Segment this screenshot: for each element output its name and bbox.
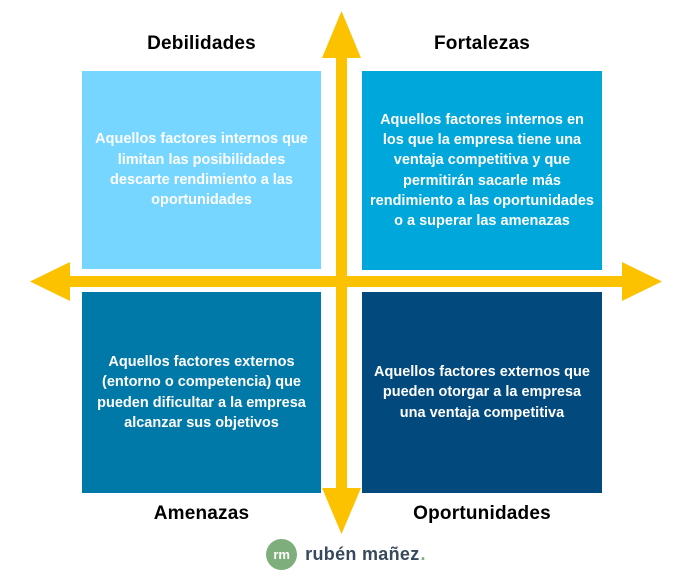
logo-dot: .: [420, 544, 426, 564]
quadrant-amenazas: Aquellos factores externos (entorno o co…: [82, 292, 321, 493]
quadrant-fortalezas-text: Aquellos factores internos en los que la…: [370, 111, 594, 230]
quadrant-oportunidades: Aquellos factores externos que pueden ot…: [362, 292, 602, 493]
quadrant-debilidades-text: Aquellos factores internos que limitan l…: [95, 131, 308, 209]
label-debilidades: Debilidades: [147, 33, 256, 54]
quadrant-debilidades: Aquellos factores internos que limitan l…: [82, 71, 321, 269]
vertical-axis-arrow: [322, 11, 361, 534]
label-oportunidades: Oportunidades: [413, 503, 551, 524]
quadrant-oportunidades-text: Aquellos factores externos que pueden ot…: [374, 364, 590, 421]
quadrant-amenazas-text: Aquellos factores externos (entorno o co…: [97, 353, 306, 431]
label-fortalezas: Fortalezas: [434, 33, 530, 54]
logo-name: rubén mañez.: [305, 544, 426, 565]
footer-logo: rm rubén mañez.: [0, 539, 692, 570]
quadrant-fortalezas: Aquellos factores internos en los que la…: [362, 71, 602, 270]
label-amenazas: Amenazas: [153, 503, 250, 524]
logo-name-text: rubén mañez: [305, 544, 420, 564]
logo-circle-icon: rm: [266, 539, 298, 570]
